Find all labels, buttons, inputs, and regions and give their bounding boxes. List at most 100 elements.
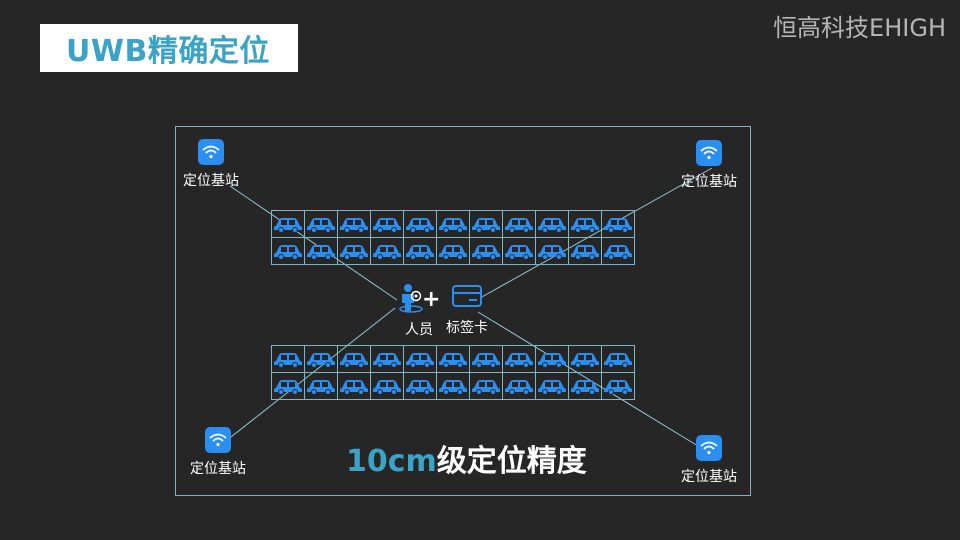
- tag-card-marker: 标签卡: [440, 283, 494, 337]
- car-icon: [306, 350, 336, 368]
- connection-line: [477, 311, 699, 447]
- parking-row: [271, 237, 635, 265]
- title-banner: UWB精确定位: [40, 24, 298, 72]
- car-icon: [570, 377, 600, 395]
- tag-label: 标签卡: [446, 320, 488, 336]
- parking-space: [436, 210, 470, 238]
- parking-space: [601, 237, 635, 265]
- parking-space: [568, 237, 602, 265]
- parking-space: [304, 210, 338, 238]
- car-icon: [273, 215, 303, 233]
- parking-space: [370, 372, 404, 400]
- car-icon: [504, 350, 534, 368]
- car-icon: [603, 242, 633, 260]
- parking-space: [535, 210, 569, 238]
- parking-row: [271, 210, 635, 238]
- parking-space: [535, 345, 569, 373]
- parking-space: [271, 237, 305, 265]
- parking-space: [403, 372, 437, 400]
- parking-space: [502, 372, 536, 400]
- car-icon: [273, 377, 303, 395]
- precision-value: 10cm: [346, 444, 437, 479]
- parking-space: [403, 210, 437, 238]
- car-icon: [273, 242, 303, 260]
- car-icon: [438, 215, 468, 233]
- parking-space: [502, 237, 536, 265]
- car-icon: [405, 377, 435, 395]
- brand-logo-text: 恒高科技EHIGH: [773, 14, 946, 42]
- car-icon: [471, 350, 501, 368]
- station-label: 定位基站: [190, 461, 246, 477]
- parking-space: [469, 237, 503, 265]
- car-icon: [339, 350, 369, 368]
- car-icon: [471, 377, 501, 395]
- parking-space: [601, 345, 635, 373]
- car-icon: [306, 215, 336, 233]
- person-label: 人员: [405, 322, 433, 338]
- car-icon: [504, 242, 534, 260]
- precision-text: 级定位精度: [436, 444, 587, 479]
- car-icon: [537, 377, 567, 395]
- car-icon: [537, 350, 567, 368]
- car-icon: [339, 377, 369, 395]
- parking-space: [370, 237, 404, 265]
- base-station-top-right: 定位基站: [669, 140, 749, 191]
- parking-space: [568, 345, 602, 373]
- wifi-icon: [696, 435, 722, 461]
- car-icon: [372, 350, 402, 368]
- parking-row: [271, 372, 635, 400]
- base-station-top-left: 定位基站: [171, 139, 251, 190]
- car-icon: [273, 350, 303, 368]
- parking-space: [337, 345, 371, 373]
- station-label: 定位基站: [681, 174, 737, 190]
- page-title: UWB精确定位: [66, 34, 270, 69]
- card-icon: [452, 285, 482, 307]
- parking-space: [568, 372, 602, 400]
- parking-space: [502, 345, 536, 373]
- car-icon: [537, 242, 567, 260]
- parking-lot-top: [271, 210, 635, 265]
- parking-space: [271, 372, 305, 400]
- parking-lot-bottom: [271, 345, 635, 400]
- car-icon: [537, 215, 567, 233]
- parking-space: [469, 210, 503, 238]
- parking-space: [337, 210, 371, 238]
- connection-line: [479, 167, 713, 299]
- station-label: 定位基站: [183, 173, 239, 189]
- car-icon: [438, 377, 468, 395]
- car-icon: [603, 350, 633, 368]
- car-icon: [504, 215, 534, 233]
- parking-space: [436, 237, 470, 265]
- parking-diagram: [175, 126, 751, 496]
- base-station-bottom-left: 定位基站: [178, 427, 258, 478]
- parking-space: [535, 237, 569, 265]
- parking-space: [337, 372, 371, 400]
- car-icon: [570, 215, 600, 233]
- precision-caption: 10cm级定位精度: [346, 436, 587, 480]
- parking-space: [337, 237, 371, 265]
- parking-space: [601, 372, 635, 400]
- parking-space: [502, 210, 536, 238]
- parking-space: [370, 210, 404, 238]
- car-icon: [405, 350, 435, 368]
- car-icon: [603, 215, 633, 233]
- wifi-icon: [198, 139, 224, 165]
- parking-space: [469, 345, 503, 373]
- connection-line: [221, 307, 396, 445]
- base-station-bottom-right: 定位基站: [669, 435, 749, 486]
- wifi-icon: [696, 140, 722, 166]
- car-icon: [339, 215, 369, 233]
- parking-space: [271, 210, 305, 238]
- car-icon: [372, 242, 402, 260]
- car-icon: [405, 215, 435, 233]
- parking-space: [568, 210, 602, 238]
- car-icon: [438, 350, 468, 368]
- parking-space: [304, 345, 338, 373]
- person-with-location-icon: +: [399, 284, 440, 313]
- parking-space: [601, 210, 635, 238]
- parking-space: [271, 345, 305, 373]
- parking-space: [436, 372, 470, 400]
- car-icon: [306, 377, 336, 395]
- parking-space: [304, 372, 338, 400]
